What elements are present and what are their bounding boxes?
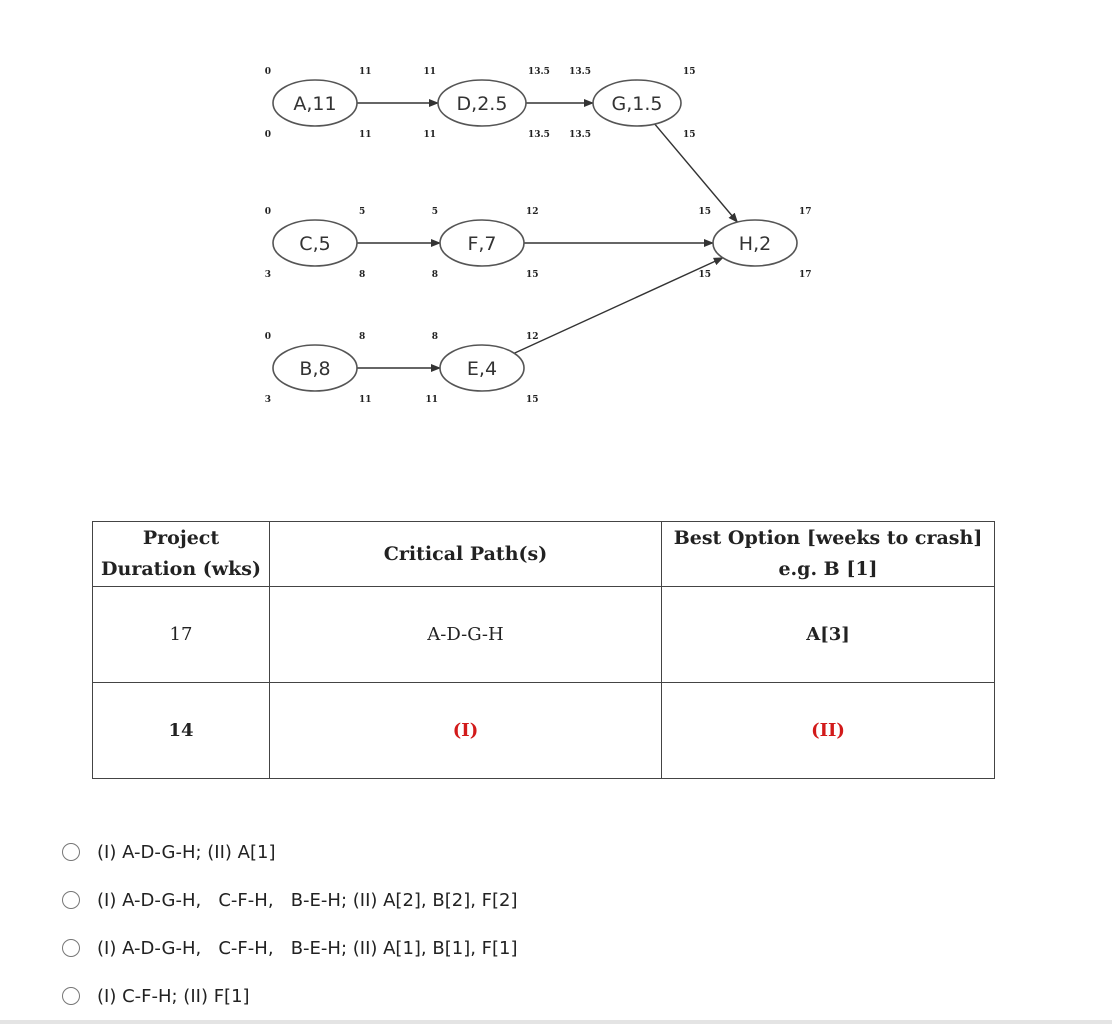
node-label: F,7 xyxy=(467,233,496,255)
late-finish-label: 11 xyxy=(359,130,372,140)
early-finish-label: 17 xyxy=(799,207,812,217)
node-f: F,7 5 12 8 15 xyxy=(432,207,539,280)
late-finish-label: 15 xyxy=(526,395,539,405)
node-label: E,4 xyxy=(467,358,497,380)
node-ellipse xyxy=(272,79,358,127)
crash-table: Project Duration (wks) Critical Path(s) … xyxy=(92,521,995,779)
node-ellipse xyxy=(439,344,525,392)
node-a: A,11 0 11 0 11 xyxy=(265,67,372,140)
node-g: G,1.5 13.5 15 13.5 15 xyxy=(569,67,695,140)
option-label: (I) A-D-G-H, C-F-H, B-E-H; (II) A[2], B[… xyxy=(97,889,518,911)
row2-duration: 14 xyxy=(92,682,270,779)
node-label: D,2.5 xyxy=(457,93,508,115)
header-duration-line2: Duration (wks) xyxy=(101,558,261,580)
late-start-label: 0 xyxy=(265,130,271,140)
late-start-label: 3 xyxy=(265,395,271,405)
node-ellipse xyxy=(712,219,798,267)
early-finish-label: 5 xyxy=(359,207,365,217)
late-finish-label: 17 xyxy=(799,270,812,280)
node-label: G,1.5 xyxy=(612,93,663,115)
option-label: (I) A-D-G-H; (II) A[1] xyxy=(97,841,276,863)
early-start-label: 0 xyxy=(265,67,271,77)
late-finish-label: 8 xyxy=(359,270,365,280)
answer-options: (I) A-D-G-H; (II) A[1] (I) A-D-G-H, C-F-… xyxy=(62,828,1062,1020)
radio-button[interactable] xyxy=(62,987,80,1005)
late-finish-label: 15 xyxy=(526,270,539,280)
early-start-label: 13.5 xyxy=(569,67,591,77)
answer-option-1[interactable]: (I) A-D-G-H; (II) A[1] xyxy=(62,828,1062,876)
radio-button[interactable] xyxy=(62,843,80,861)
row1-best-option: A[3] xyxy=(661,586,995,683)
table-header-row: Project Duration (wks) Critical Path(s) … xyxy=(92,521,995,587)
early-finish-label: 12 xyxy=(526,207,539,217)
row1-critical-path: A-D-G-H xyxy=(269,586,662,683)
early-start-label: 11 xyxy=(423,67,436,77)
bottom-divider xyxy=(0,1020,1112,1024)
node-label: C,5 xyxy=(299,233,330,255)
late-start-label: 11 xyxy=(423,130,436,140)
early-start-label: 0 xyxy=(265,207,271,217)
node-ellipse xyxy=(439,219,525,267)
late-start-label: 15 xyxy=(698,270,711,280)
header-duration-line1: Project xyxy=(142,527,220,549)
radio-button[interactable] xyxy=(62,891,80,909)
answer-option-3[interactable]: (I) A-D-G-H, C-F-H, B-E-H; (II) A[1], B[… xyxy=(62,924,1062,972)
node-c: C,5 0 5 3 8 xyxy=(265,207,366,280)
late-start-label: 8 xyxy=(432,270,438,280)
option-label: (I) A-D-G-H, C-F-H, B-E-H; (II) A[1], B[… xyxy=(97,937,518,959)
node-label: A,11 xyxy=(293,93,336,115)
early-finish-label: 8 xyxy=(359,332,365,342)
node-e: E,4 8 12 11 15 xyxy=(425,332,538,405)
header-best-line2: e.g. B [1] xyxy=(778,558,878,580)
late-finish-label: 13.5 xyxy=(528,130,550,140)
header-project-duration: Project Duration (wks) xyxy=(92,521,270,587)
row2-critical-path: (I) xyxy=(269,682,662,779)
node-label: H,2 xyxy=(739,233,771,255)
late-finish-label: 15 xyxy=(683,130,696,140)
late-start-label: 11 xyxy=(425,395,438,405)
option-label: (I) C-F-H; (II) F[1] xyxy=(97,985,250,1007)
radio-button[interactable] xyxy=(62,939,80,957)
early-finish-label: 13.5 xyxy=(528,67,550,77)
early-start-label: 8 xyxy=(432,332,438,342)
early-finish-label: 12 xyxy=(526,332,539,342)
node-ellipse xyxy=(272,219,358,267)
node-h: H,2 15 17 15 17 xyxy=(698,207,811,280)
header-critical-paths: Critical Path(s) xyxy=(269,521,662,587)
node-d: D,2.5 11 13.5 11 13.5 xyxy=(423,67,549,140)
node-ellipse xyxy=(437,79,527,127)
node-ellipse xyxy=(592,79,682,127)
node-ellipse xyxy=(272,344,358,392)
table-row: 17 A-D-G-H A[3] xyxy=(92,586,995,683)
edge-g-h xyxy=(654,123,739,223)
node-b: B,8 0 8 3 11 xyxy=(265,332,372,405)
late-start-label: 13.5 xyxy=(569,130,591,140)
answer-option-4[interactable]: (I) C-F-H; (II) F[1] xyxy=(62,972,1062,1020)
early-finish-label: 11 xyxy=(359,67,372,77)
late-finish-label: 11 xyxy=(359,395,372,405)
edge-e-h xyxy=(513,257,724,354)
early-start-label: 15 xyxy=(698,207,711,217)
row2-best-option: (II) xyxy=(661,682,995,779)
header-best-option: Best Option [weeks to crash] e.g. B [1] xyxy=(661,521,995,587)
early-start-label: 5 xyxy=(432,207,438,217)
answer-option-2[interactable]: (I) A-D-G-H, C-F-H, B-E-H; (II) A[2], B[… xyxy=(62,876,1062,924)
header-best-line1: Best Option [weeks to crash] xyxy=(673,527,983,549)
late-start-label: 3 xyxy=(265,270,271,280)
early-start-label: 0 xyxy=(265,332,271,342)
row1-duration: 17 xyxy=(92,586,270,683)
early-finish-label: 15 xyxy=(683,67,696,77)
table-row: 14 (I) (II) xyxy=(92,682,995,779)
node-label: B,8 xyxy=(299,358,330,380)
